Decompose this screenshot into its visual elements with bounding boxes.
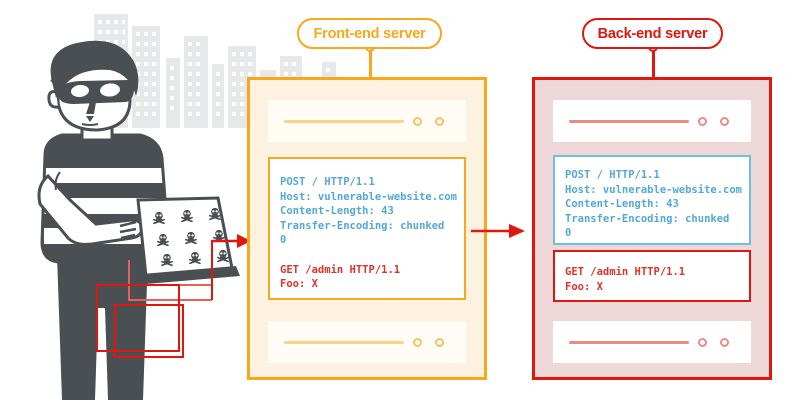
rack-led-icon <box>435 116 444 126</box>
backend-label-stem <box>652 46 655 78</box>
front-end-server-panel[interactable]: POST / HTTP/1.1 Host: vulnerable-website… <box>247 77 487 380</box>
rack-dots <box>413 116 444 126</box>
frontend-request-smuggled-prefix: POST / HTTP/1.1 Host: vulnerable-website… <box>280 176 458 247</box>
attacker-to-frontend-connector <box>96 234 251 358</box>
frontend-rack-bottom <box>268 321 466 363</box>
frontend-label-stem <box>369 46 372 78</box>
rack-line-icon <box>284 340 404 344</box>
rack-led-icon <box>698 337 707 347</box>
backend-second-request-text: GET /admin HTTP/1.1 Foo: X <box>565 266 686 293</box>
skull-icon-grid <box>153 207 229 267</box>
legs <box>57 255 148 400</box>
head <box>47 40 139 132</box>
rack-line-icon <box>569 340 689 344</box>
hacker-character-illustration <box>37 40 240 400</box>
rack-led-icon <box>413 116 422 126</box>
rack-line-icon <box>569 119 689 123</box>
back-end-server-panel[interactable]: POST / HTTP/1.1 Host: vulnerable-website… <box>532 77 772 380</box>
eye-mask <box>58 80 134 104</box>
frontend-to-backend-arrow <box>471 224 525 238</box>
rack-dots <box>698 337 729 347</box>
frontend-server-label-text: Front-end server <box>313 25 426 42</box>
laptop-with-skull-icons <box>136 196 240 284</box>
backend-second-request-box[interactable]: GET /admin HTTP/1.1 Foo: X <box>553 250 751 302</box>
backend-rack-bottom <box>553 321 751 363</box>
rack-line-icon <box>284 119 404 123</box>
backend-rack-top <box>553 100 751 142</box>
rack-led-icon <box>435 337 444 347</box>
frontend-server-label[interactable]: Front-end server <box>297 18 442 49</box>
rack-dots <box>698 116 729 126</box>
backend-server-label[interactable]: Back-end server <box>582 18 723 49</box>
backend-server-label-text: Back-end server <box>597 25 708 42</box>
arrow-to-frontend <box>212 234 251 248</box>
frontend-rack-top <box>268 100 466 142</box>
frontend-request-smuggled-suffix: GET /admin HTTP/1.1 Foo: X <box>280 263 401 291</box>
rack-dots <box>413 337 444 347</box>
backend-first-request-text: POST / HTTP/1.1 Host: vulnerable-website… <box>565 169 743 240</box>
backend-first-request-box[interactable]: POST / HTTP/1.1 Host: vulnerable-website… <box>553 155 751 245</box>
rack-led-icon <box>720 116 729 126</box>
rack-led-icon <box>720 337 729 347</box>
rack-led-icon <box>413 337 422 347</box>
rack-led-icon <box>698 116 707 126</box>
frontend-request-box[interactable]: POST / HTTP/1.1 Host: vulnerable-website… <box>268 157 466 300</box>
